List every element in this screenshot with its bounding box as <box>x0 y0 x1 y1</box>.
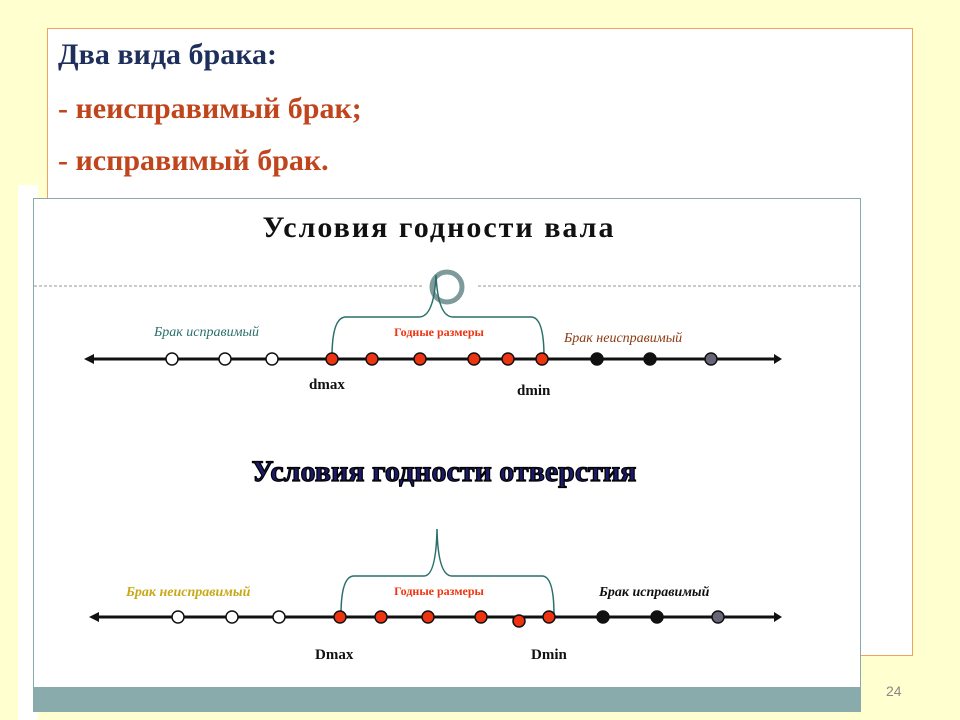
shaft-right-label: Брак неисправимый <box>563 331 682 346</box>
shaft-mid-label: Годные размеры <box>394 325 484 339</box>
shaft-dmin-label: dmin <box>517 383 551 399</box>
arrow-right-icon <box>774 612 782 622</box>
bullet-uncorrectable: - неисправимый брак; <box>58 92 362 125</box>
point-good <box>333 610 347 624</box>
shaft-title: Условия годности вала <box>262 211 615 244</box>
hole-brace <box>340 528 555 616</box>
point-uncorrectable <box>590 352 604 366</box>
hole-dmax-label: Dmax <box>315 647 354 663</box>
slide-heading: Два вида брака: <box>58 38 278 71</box>
point-uncorrectable <box>643 352 657 366</box>
point-uncorrectable <box>704 352 718 366</box>
point-correctable <box>650 610 664 624</box>
point-good <box>542 610 556 624</box>
point-good <box>374 610 388 624</box>
point-uncorrectable <box>171 610 185 624</box>
point-correctable <box>265 352 279 366</box>
point-correctable <box>165 352 179 366</box>
arrow-left-icon <box>89 612 99 622</box>
point-good <box>512 614 526 628</box>
arrow-left-icon <box>84 354 94 364</box>
point-uncorrectable <box>225 610 239 624</box>
bullet-correctable: - исправимый брак. <box>58 144 329 177</box>
shaft-points <box>165 352 718 366</box>
hole-dmin-label: Dmin <box>531 647 567 663</box>
page-number: 24 <box>886 683 902 699</box>
hole-left-label: Брак неисправимый <box>125 585 251 600</box>
hole-title: Условия годности отверстия <box>252 455 637 488</box>
point-uncorrectable <box>272 610 286 624</box>
point-good <box>474 610 488 624</box>
point-good <box>365 352 379 366</box>
tolerance-diagram: Условия годности вала Брак исправимый Го… <box>33 198 861 712</box>
point-good <box>535 352 549 366</box>
point-good <box>421 610 435 624</box>
shaft-left-label: Брак исправимый <box>153 325 259 340</box>
hole-mid-label: Годные размеры <box>394 584 484 598</box>
point-good <box>467 352 481 366</box>
point-correctable <box>596 610 610 624</box>
arrow-right-icon <box>774 354 782 364</box>
shaft-dmax-label: dmax <box>309 377 345 393</box>
hole-right-label: Брак исправимый <box>598 585 710 600</box>
hole-points <box>171 610 725 628</box>
point-correctable <box>711 610 725 624</box>
ring-icon <box>429 269 465 305</box>
point-correctable <box>218 352 232 366</box>
shaft-brace <box>331 274 545 358</box>
point-good <box>325 352 339 366</box>
point-good <box>501 352 515 366</box>
point-good <box>413 352 427 366</box>
image-footer-bar <box>34 687 860 711</box>
